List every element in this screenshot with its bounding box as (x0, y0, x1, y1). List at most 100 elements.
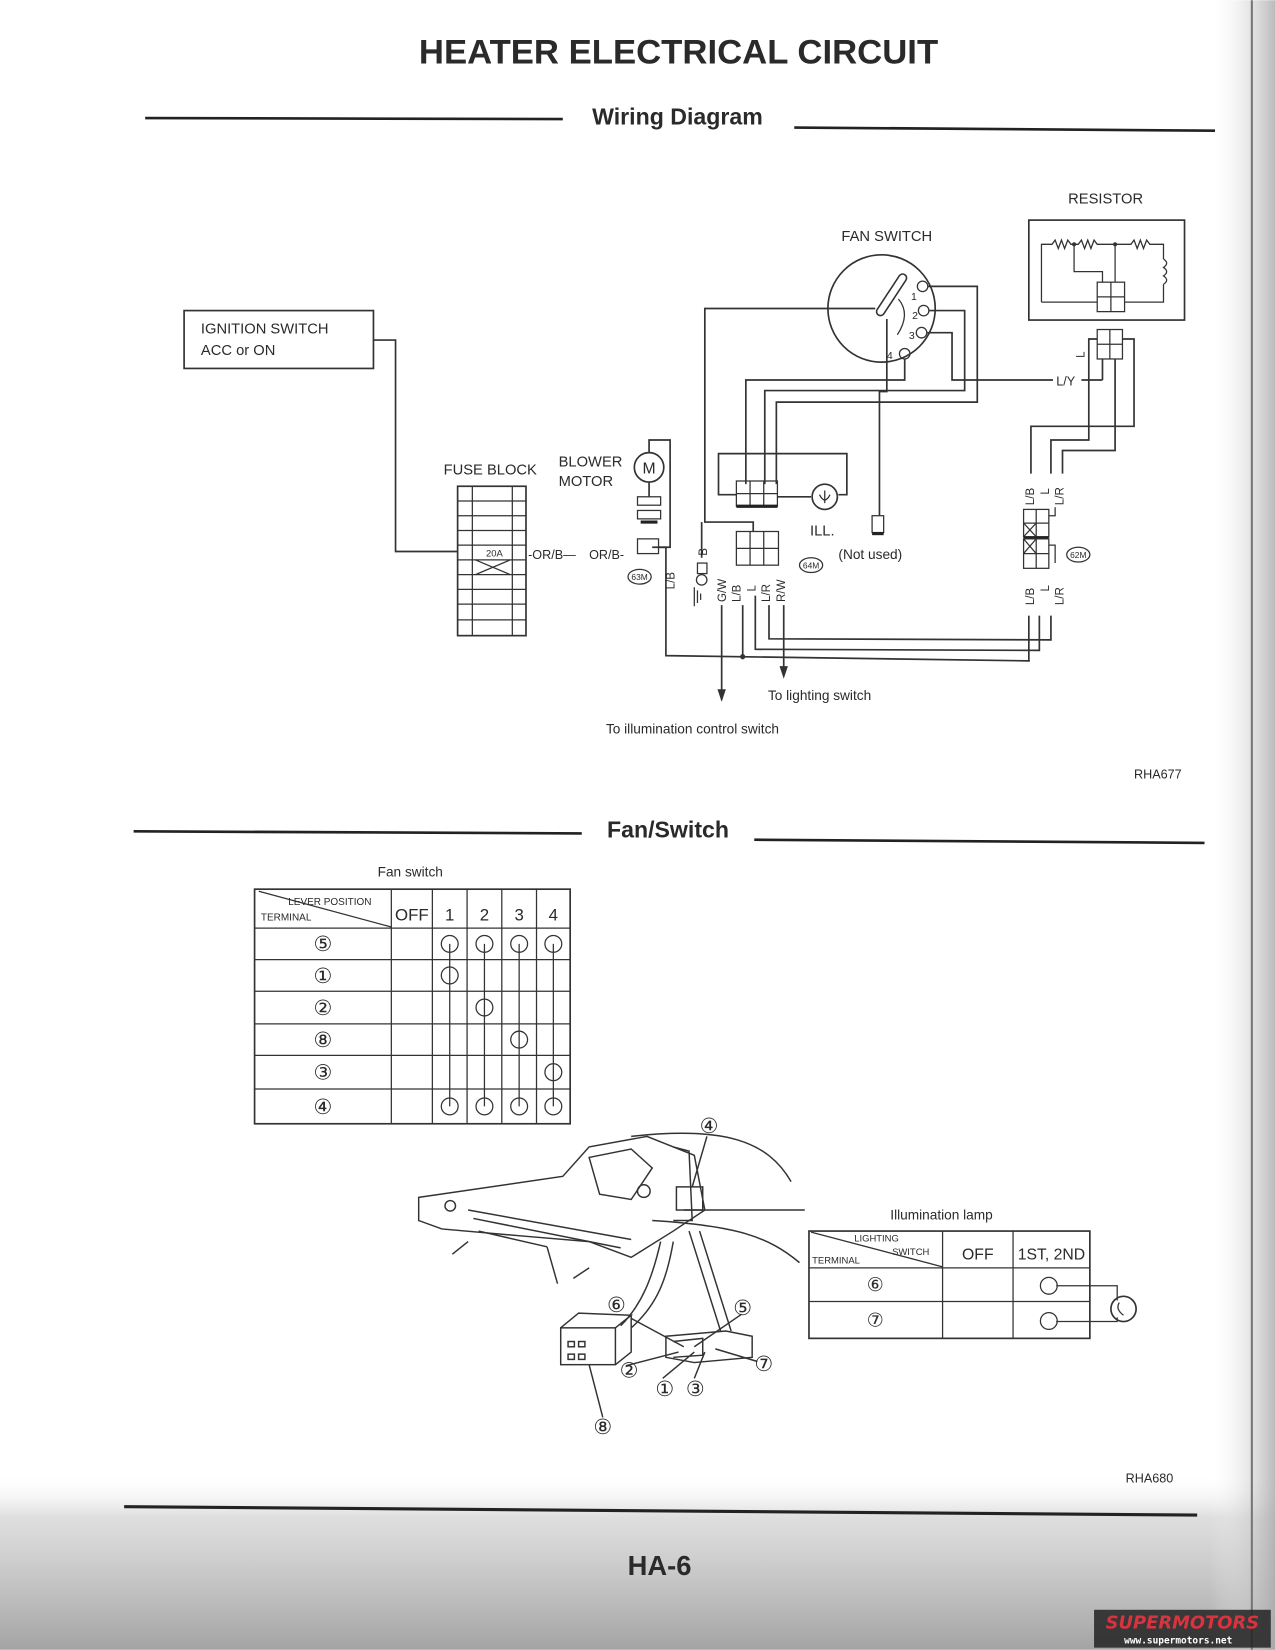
wire-label-l-b: L/B (1025, 587, 1037, 605)
continuity-mark (544, 1097, 563, 1116)
column-header: 1ST, 2ND (1018, 1246, 1085, 1263)
lamp-icon (811, 483, 839, 511)
continuity-mark (1039, 1276, 1058, 1295)
callout-number: ⑦ (754, 1353, 773, 1376)
wiring-diagram-heading: Wiring Diagram (592, 103, 763, 129)
lamp-wire (1056, 1285, 1118, 1301)
wire-label-l-r: L/R (761, 584, 773, 602)
illumination-lamp-table: Illumination lamp LIGHTING SWITCH TERMIN… (808, 1207, 1137, 1340)
ill-label: ILL. (810, 524, 835, 540)
wire-switch-3 (926, 331, 1103, 381)
wire-label-l-b: L/B (1025, 488, 1037, 506)
unused-terminal (871, 515, 885, 534)
wire-label-g-w: G/W (717, 579, 729, 602)
terminal-label: ⑦ (867, 1310, 884, 1331)
continuity-mark (544, 1063, 563, 1082)
terminal-label: ⑤ (314, 933, 333, 956)
connector-label: 63M (631, 572, 647, 582)
section-rule (133, 829, 582, 835)
callout-number: ⑤ (733, 1297, 752, 1320)
blower-motor: BLOWER MOTOR M (559, 439, 1030, 662)
wire-label-l: L (1040, 584, 1052, 591)
wire-label-l-y: L/Y (1056, 374, 1076, 388)
column-header: OFF (395, 906, 429, 925)
callout-number: ⑥ (607, 1294, 626, 1317)
callout-number: ⑧ (593, 1416, 612, 1439)
table-caption: Illumination lamp (890, 1207, 993, 1222)
footer-rule (124, 1505, 1198, 1517)
junction-dot (740, 654, 746, 660)
motor-symbol: M (643, 461, 656, 478)
wire-label-r-w: R/W (776, 579, 788, 602)
header-lighting-switch: LIGHTING (854, 1234, 899, 1245)
illumination-circuit: ILL. (Not used) (717, 452, 902, 562)
header-terminal: TERMINAL (261, 913, 312, 924)
callout-number: ③ (686, 1378, 705, 1401)
watermark-brand: SUPERMOTORS (1106, 1613, 1259, 1634)
column-header: OFF (962, 1246, 994, 1263)
connector-label: 64M (803, 560, 819, 570)
continuity-mark (510, 1097, 529, 1116)
header-lever-position: LEVER POSITION (288, 897, 371, 908)
terminal-number: 3 (909, 330, 915, 342)
continuity-mark (440, 1097, 459, 1116)
wire-switch-4 (745, 358, 906, 485)
connector-63m: 63M (627, 568, 652, 585)
column-header: 3 (514, 906, 523, 925)
scan-shadow-right (1209, 0, 1275, 1650)
fan-switch: FAN SWITCH 1 2 3 4 (827, 229, 937, 363)
terminal-number: 1 (911, 291, 917, 303)
connector-64m: 64M (693, 522, 824, 607)
column-header: 1 (445, 906, 454, 925)
fuse-block-label: FUSE BLOCK (444, 463, 537, 479)
terminal-label: ③ (314, 1062, 333, 1085)
wire-label-l-b: L/B (732, 584, 744, 602)
continuity-mark (475, 998, 494, 1017)
wire-label-l: L (1040, 488, 1052, 495)
resistor: RESISTOR (1027, 191, 1186, 474)
continuity-mark (1039, 1311, 1058, 1331)
fan-switch-label: FAN SWITCH (841, 229, 932, 245)
terminal-label: ④ (314, 1096, 333, 1119)
terminal-number: 4 (887, 350, 893, 362)
figure-code: RHA680 (1126, 1471, 1174, 1485)
terminal-label: ② (314, 997, 333, 1020)
not-used-label: (Not used) (838, 547, 902, 562)
arrow-down-icon (779, 666, 788, 679)
wire-label-l-r: L/R (1055, 587, 1067, 605)
switch-terminal-3 (915, 326, 928, 339)
fuse-block: FUSE BLOCK 20A (444, 463, 537, 637)
wire-switch-1 (775, 285, 979, 485)
to-lighting-switch-label: To lighting switch (768, 688, 871, 703)
watermark-url: www.supermotors.net (1124, 1635, 1232, 1646)
ignition-switch-mode: ACC or ON (201, 343, 275, 359)
terminal-label: ⑥ (867, 1275, 884, 1296)
callout-number: ② (620, 1359, 639, 1382)
switch-terminal-1 (916, 280, 929, 293)
wire-label-l: L (1076, 351, 1088, 358)
wire-label-or-b: -OR/B— (528, 548, 576, 562)
header-lighting-switch: SWITCH (892, 1247, 929, 1258)
blower-motor-label: BLOWER (559, 454, 623, 470)
wire-ignition-fuse (373, 339, 458, 553)
lamp-wire (1056, 1317, 1118, 1323)
terminal-label: ① (314, 965, 333, 988)
arrow-down-icon (717, 689, 726, 702)
page-title: HEATER ELECTRICAL CIRCUIT (419, 33, 938, 71)
scan-shadow-bottom (0, 1473, 1275, 1650)
terminal-number: 2 (912, 310, 918, 322)
ignition-switch-label: IGNITION SWITCH (201, 322, 329, 338)
column-header: 4 (549, 906, 558, 925)
wire-switch-common (703, 307, 876, 532)
callout-number: ① (655, 1378, 674, 1401)
wire-switch-2 (763, 309, 966, 485)
connector-62m: 62M (1022, 507, 1091, 569)
continuity-mark (440, 934, 459, 953)
label-backing (1053, 372, 1082, 389)
wire-label-b: B (698, 548, 710, 556)
switch-terminal-2 (917, 304, 930, 317)
fan-switch-illustration (417, 1132, 805, 1418)
section-rule (145, 116, 563, 121)
